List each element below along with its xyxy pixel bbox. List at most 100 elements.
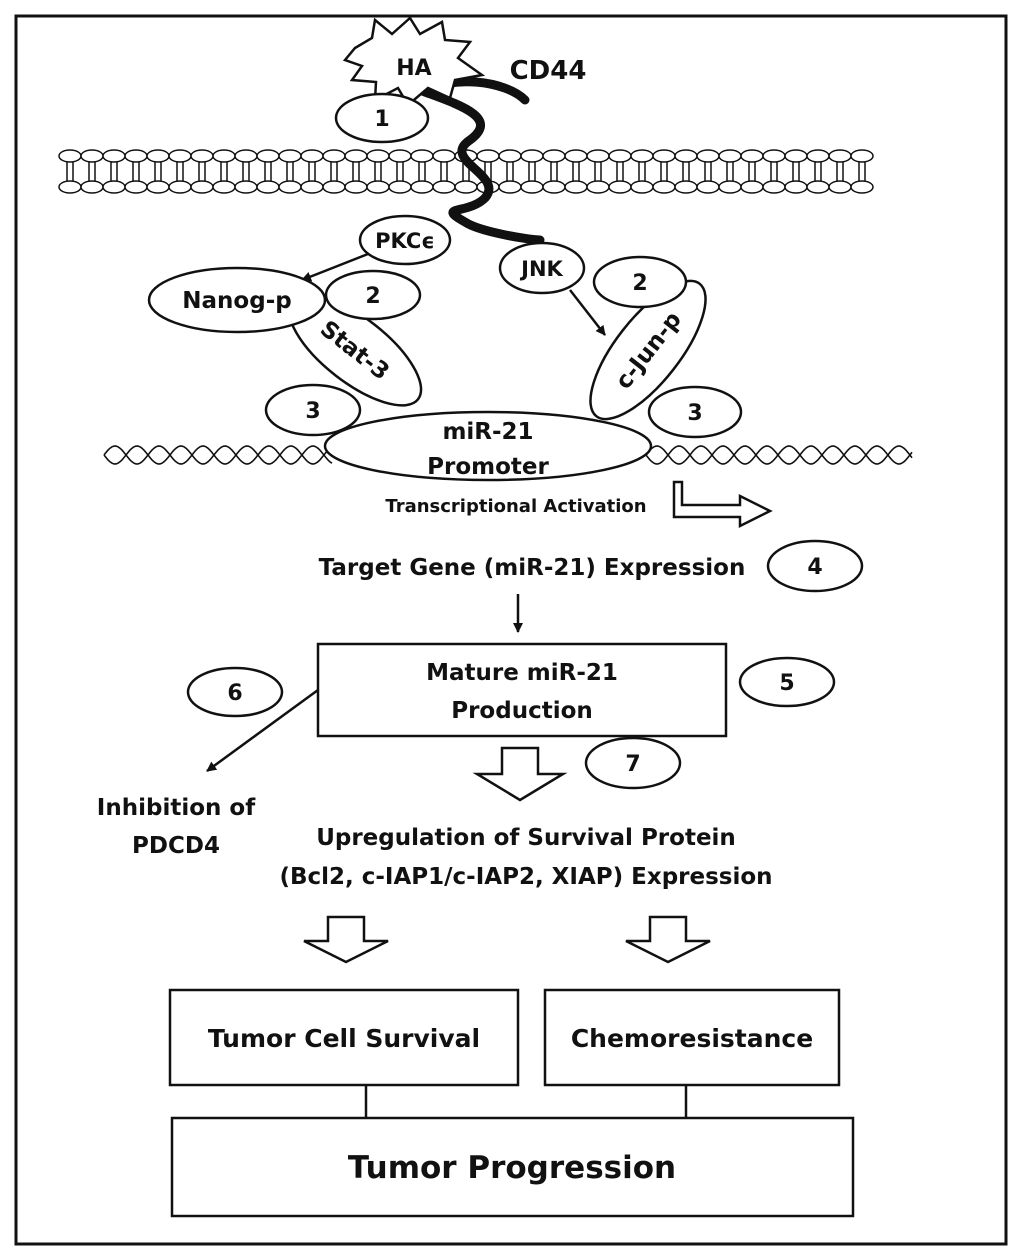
step-5-badge xyxy=(738,656,836,708)
ha-label: HA xyxy=(396,56,431,81)
lipid-head xyxy=(80,180,104,194)
lipid-head xyxy=(784,149,808,163)
step-1-badge xyxy=(334,92,430,144)
lipid-head xyxy=(58,149,82,163)
mature-line2: Production xyxy=(451,698,593,724)
inhibition-line1: Inhibition of xyxy=(97,795,256,821)
tumor-cell-survival-label: Tumor Cell Survival xyxy=(208,1024,480,1053)
lipid-head xyxy=(498,149,522,163)
lipid-head xyxy=(542,149,566,163)
upregulation-line1: Upregulation of Survival Protein xyxy=(316,825,736,851)
lipid-head xyxy=(344,180,368,194)
mature-to-pdcd4-arrow xyxy=(206,688,319,773)
lipid-head xyxy=(366,149,390,163)
dna-strand xyxy=(103,445,913,465)
lipid-head xyxy=(520,180,544,194)
lipid-head xyxy=(366,180,390,194)
lipid-head xyxy=(564,180,588,194)
step-2-left-number: 2 xyxy=(365,284,380,309)
tumor-progression-label: Tumor Progression xyxy=(348,1150,676,1186)
tumor-cell-survival-box xyxy=(168,988,520,1087)
lipid-head xyxy=(740,149,764,163)
step-3-right-badge xyxy=(647,385,743,439)
lipid-head xyxy=(850,180,874,194)
lipid-head xyxy=(806,180,830,194)
lipid-head xyxy=(256,180,280,194)
step-3-right-number: 3 xyxy=(687,401,702,426)
promoter-node xyxy=(323,410,653,482)
lipid-head xyxy=(828,149,852,163)
lipid-head xyxy=(146,149,170,163)
mature-line1: Mature miR-21 xyxy=(426,660,618,686)
lipid-head xyxy=(432,180,456,194)
jnk-label: JNK xyxy=(519,257,563,281)
chemoresistance-box xyxy=(543,988,841,1087)
lipid-head xyxy=(652,180,676,194)
step-1-number: 1 xyxy=(374,107,389,132)
lipid-head xyxy=(652,149,676,163)
cd44-label: CD44 xyxy=(510,56,587,86)
transcriptional-activation-label: Transcriptional Activation xyxy=(385,496,646,517)
nanog-node xyxy=(147,266,327,334)
lipid-head xyxy=(784,180,808,194)
promoter-line1: miR-21 xyxy=(442,419,533,445)
lipid-head xyxy=(168,149,192,163)
lipid-head xyxy=(696,180,720,194)
lipid-head xyxy=(630,149,654,163)
lipid-head xyxy=(476,149,500,163)
lipid-head xyxy=(542,180,566,194)
lipid-head xyxy=(146,180,170,194)
lipid-head xyxy=(740,180,764,194)
lipid-head xyxy=(498,180,522,194)
lipid-head xyxy=(102,149,126,163)
lipid-head xyxy=(520,149,544,163)
lipid-head xyxy=(564,149,588,163)
lipid-head xyxy=(850,149,874,163)
step-2-left-badge xyxy=(324,269,422,321)
step-6-badge xyxy=(186,666,284,718)
lipid-head xyxy=(586,149,610,163)
step-3-left-number: 3 xyxy=(305,399,320,424)
lipid-head xyxy=(278,180,302,194)
step-2-right-number: 2 xyxy=(632,271,647,296)
cjun-node xyxy=(589,279,707,421)
lipid-head xyxy=(102,180,126,194)
lipid-head xyxy=(80,149,104,163)
lipid-head xyxy=(674,180,698,194)
mature-mir21-box xyxy=(316,642,728,738)
lipid-head xyxy=(212,180,236,194)
to-chemoresistance-arrow xyxy=(625,915,711,964)
lipid-head xyxy=(454,180,478,194)
lipid-head xyxy=(234,149,258,163)
transcription-start-arrow xyxy=(672,480,773,529)
lipid-head xyxy=(300,180,324,194)
step-3-left-badge xyxy=(264,383,362,437)
lipid-head xyxy=(322,149,346,163)
pkc-node xyxy=(358,214,452,266)
lipid-head xyxy=(234,180,258,194)
chemoresistance-label: Chemoresistance xyxy=(571,1024,813,1053)
tumor-progression-box xyxy=(170,1116,855,1218)
lipid-head xyxy=(124,180,148,194)
lipid-head xyxy=(630,180,654,194)
lipid-head xyxy=(586,180,610,194)
lipid-head xyxy=(718,149,742,163)
lipid-head xyxy=(58,180,82,194)
lipid-head xyxy=(388,180,412,194)
cell-membrane xyxy=(58,149,874,194)
lipid-head xyxy=(322,180,346,194)
lipid-head xyxy=(256,149,280,163)
lipid-head xyxy=(696,149,720,163)
to-survival-arrow xyxy=(303,915,389,964)
inhibition-line2: PDCD4 xyxy=(132,833,220,859)
lipid-head xyxy=(806,149,830,163)
pkc-label: PKCϵ xyxy=(375,229,435,253)
mature-to-upregulation-arrow xyxy=(472,746,568,802)
step-7-badge xyxy=(584,736,682,790)
step-4-badge xyxy=(766,539,864,593)
step-2-right-badge xyxy=(592,255,688,309)
lipid-head xyxy=(718,180,742,194)
pkc-to-nanog-arrow xyxy=(301,252,369,282)
dna-backbone xyxy=(645,445,913,465)
lipid-head xyxy=(190,149,214,163)
